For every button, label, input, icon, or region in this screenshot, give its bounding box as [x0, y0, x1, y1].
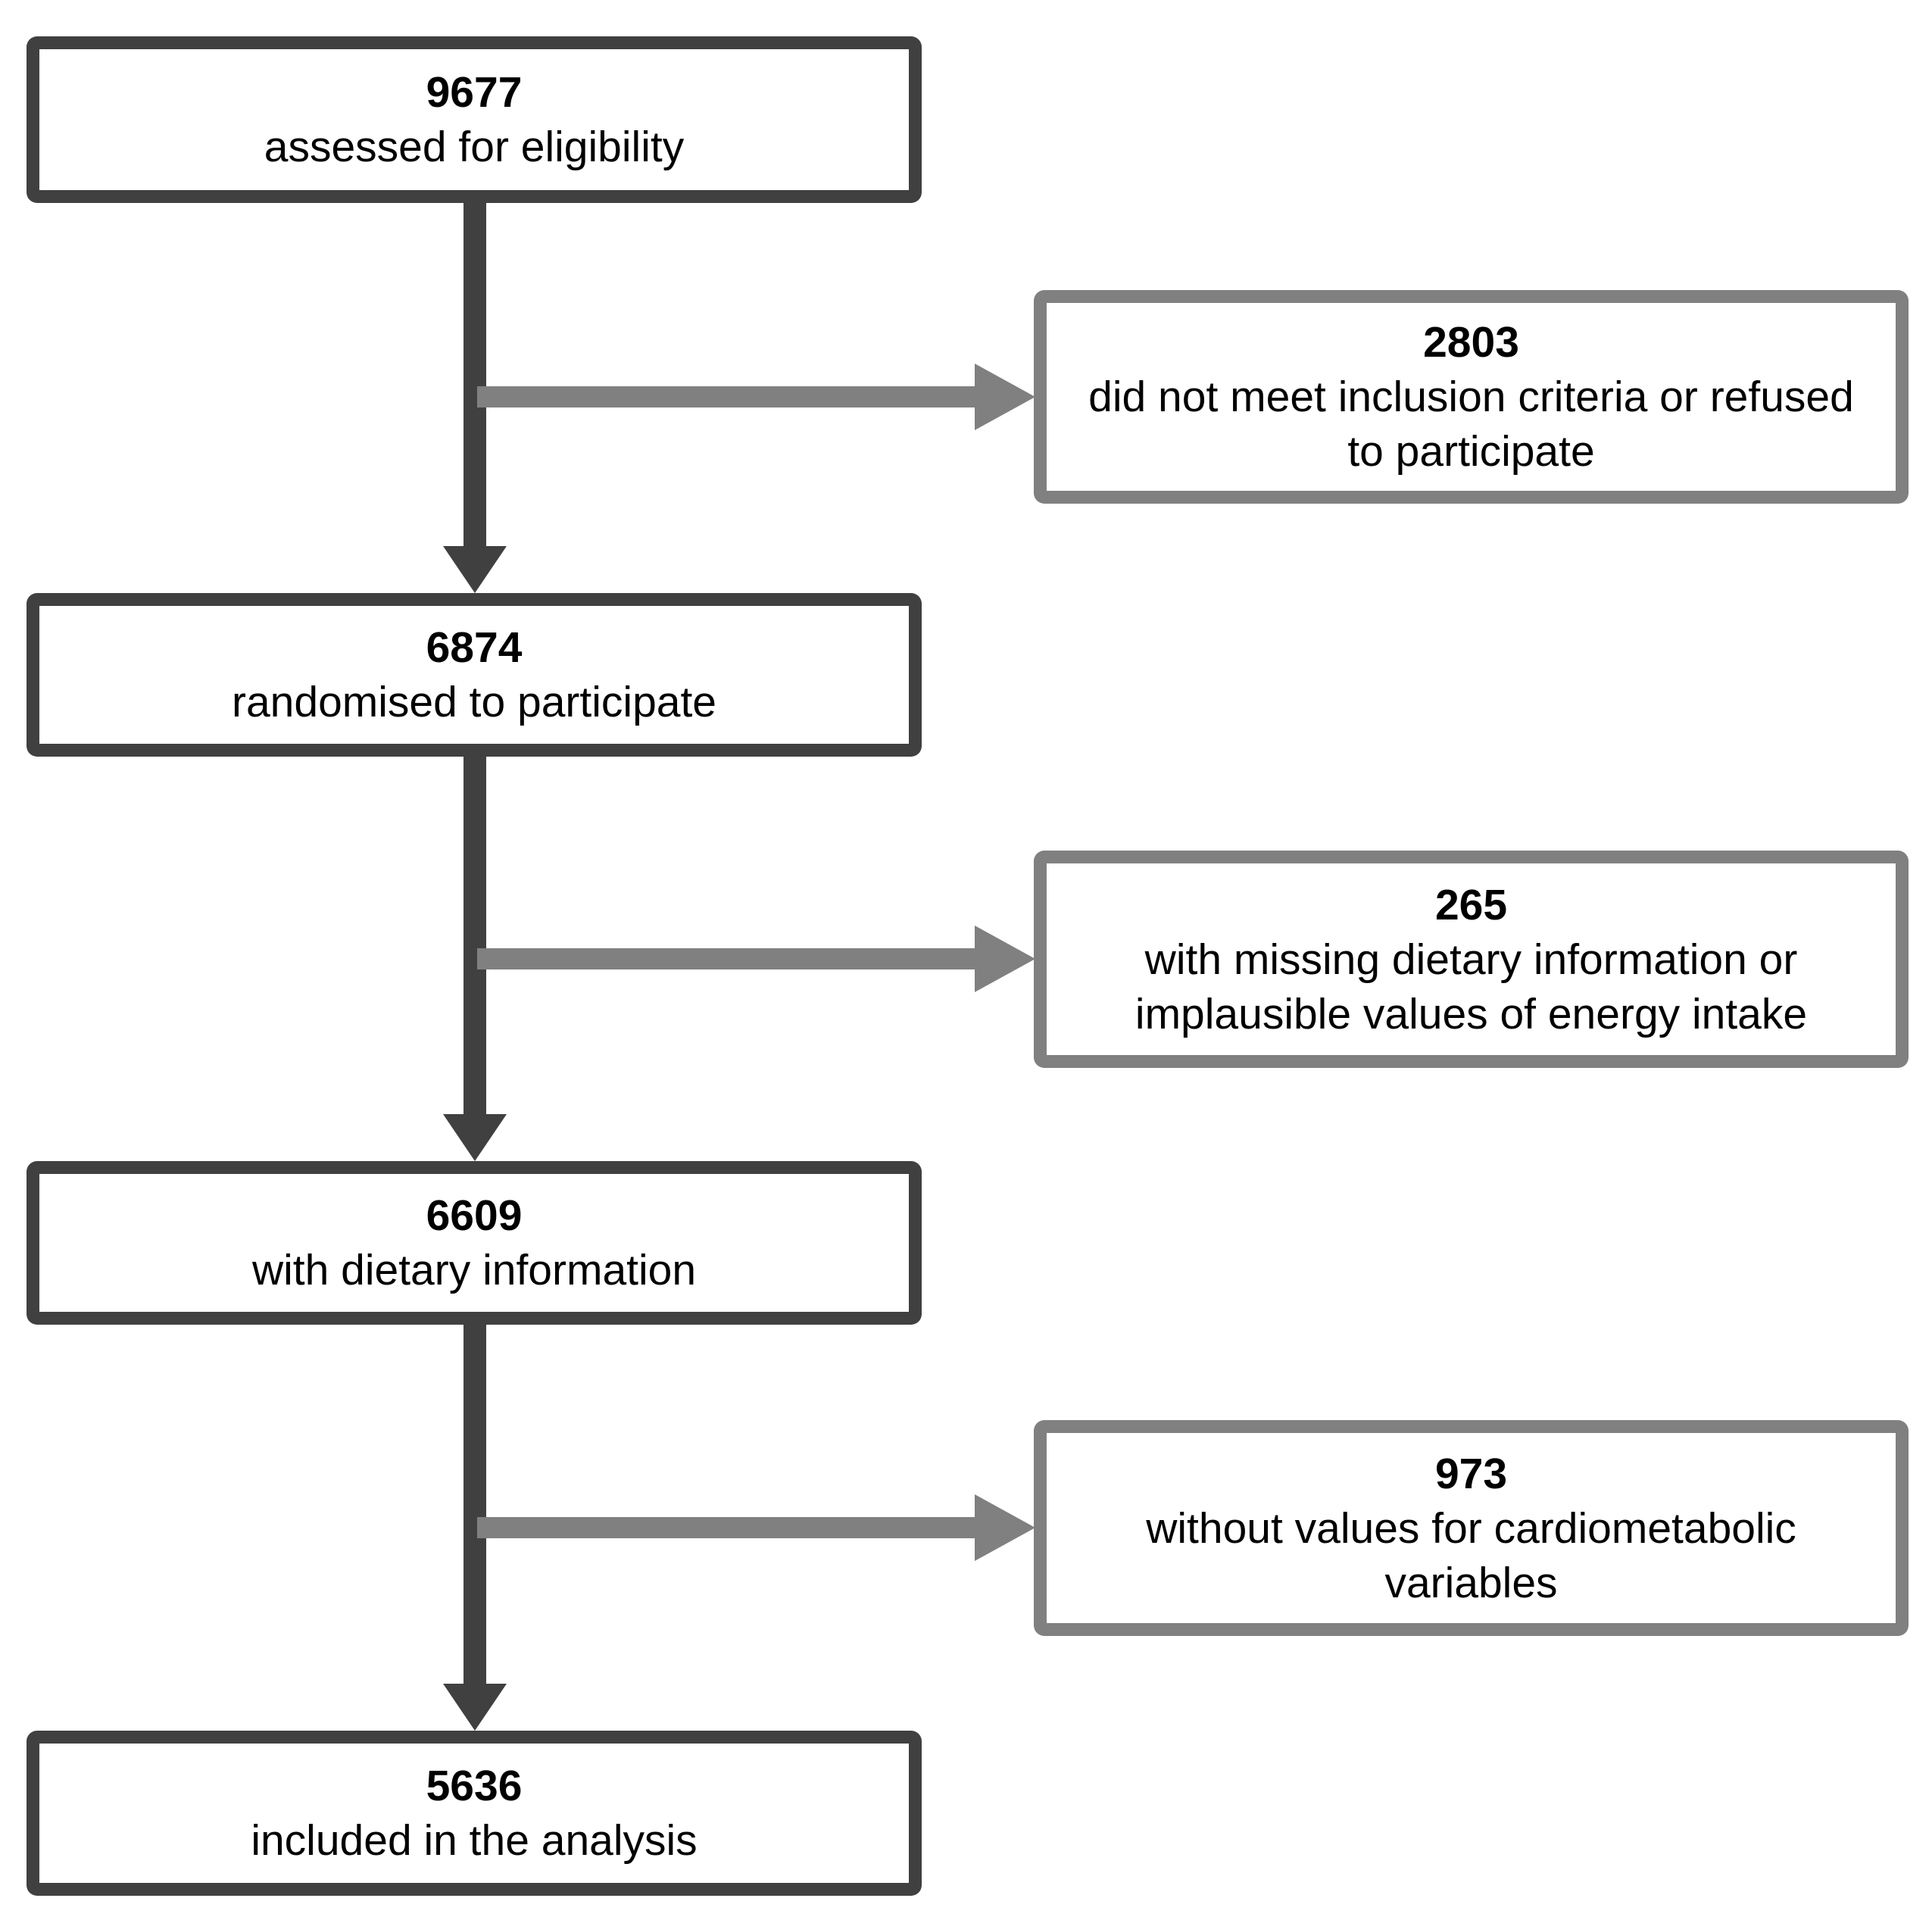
- box-analysis-count: 5636: [426, 1762, 523, 1810]
- box-assessed-label: assessed for eligibility: [264, 123, 685, 171]
- side-arrow-1-head: [975, 364, 1035, 430]
- down-arrow-1-head: [443, 546, 507, 593]
- down-arrow-2-head: [443, 1114, 507, 1161]
- box-excluded-missing-dietary: 265 with missing dietary information or …: [1034, 851, 1909, 1068]
- excluded-dietary-label: with missing dietary information or impl…: [1135, 935, 1808, 1038]
- box-dietary-count: 6609: [426, 1191, 523, 1240]
- excluded-inclusion-label: did not meet inclusion criteria or refus…: [1088, 373, 1854, 476]
- box-analysis-label: included in the analysis: [251, 1816, 698, 1865]
- box-randomised: 6874 randomised to participate: [27, 593, 922, 757]
- excluded-cardiometabolic-count: 973: [1434, 1449, 1508, 1498]
- box-randomised-count: 6874: [426, 623, 523, 672]
- down-arrow-1-shaft: [463, 197, 486, 548]
- down-arrow-3-shaft: [463, 1320, 486, 1684]
- box-excluded-inclusion-criteria: 2803 did not meet inclusion criteria or …: [1034, 290, 1909, 504]
- side-arrow-3-shaft: [477, 1517, 977, 1538]
- box-assessed-for-eligibility: 9677 assessed for eligibility: [27, 36, 922, 203]
- side-arrow-3-head: [975, 1494, 1035, 1561]
- box-assessed-count: 9677: [426, 68, 523, 117]
- side-arrow-2-shaft: [477, 948, 977, 969]
- down-arrow-2-shaft: [463, 752, 486, 1116]
- down-arrow-3-head: [443, 1684, 507, 1731]
- excluded-inclusion-count: 2803: [1423, 318, 1519, 367]
- box-excluded-cardiometabolic: 973 without values for cardiometabolic v…: [1034, 1420, 1909, 1636]
- box-randomised-label: randomised to participate: [231, 678, 717, 726]
- box-included-in-analysis: 5636 included in the analysis: [27, 1731, 922, 1896]
- excluded-dietary-count: 265: [1434, 880, 1508, 929]
- box-dietary-label: with dietary information: [251, 1246, 697, 1294]
- excluded-cardiometabolic-label: without values for cardiometabolic varia…: [1146, 1503, 1796, 1607]
- box-dietary-information: 6609 with dietary information: [27, 1161, 922, 1325]
- side-arrow-1-shaft: [477, 386, 977, 407]
- side-arrow-2-head: [975, 926, 1035, 992]
